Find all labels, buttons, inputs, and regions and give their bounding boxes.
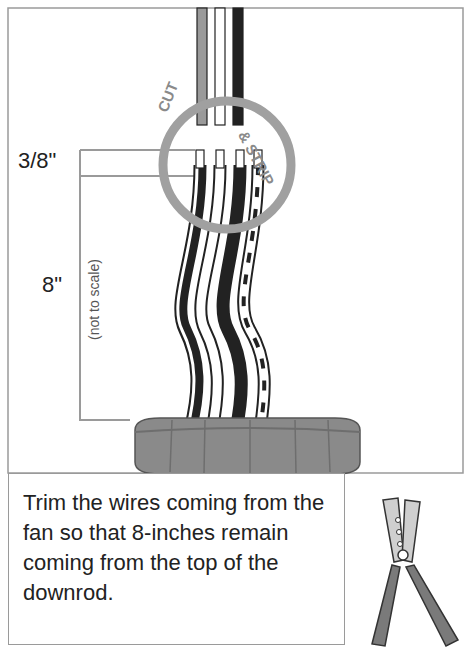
frame — [8, 8, 463, 473]
lower-wires — [178, 165, 264, 430]
downrod — [135, 418, 360, 474]
instruction-text: Trim the wires coming from the fan so th… — [23, 488, 330, 608]
instruction-box: Trim the wires coming from the fan so th… — [8, 473, 345, 645]
scale-note: (not to scale) — [86, 259, 102, 340]
crimping-pliers — [372, 498, 458, 646]
magnifier-circle: CUT& STRIP — [157, 95, 297, 235]
cut-strip-label: & STRIP — [235, 128, 278, 188]
magnifier-disk — [161, 99, 293, 231]
cut-strip-label: CUT — [154, 79, 181, 114]
dimension-label: 3/8" — [18, 148, 56, 174]
dimension-label: 8" — [42, 272, 62, 298]
circle-outline — [157, 95, 297, 235]
